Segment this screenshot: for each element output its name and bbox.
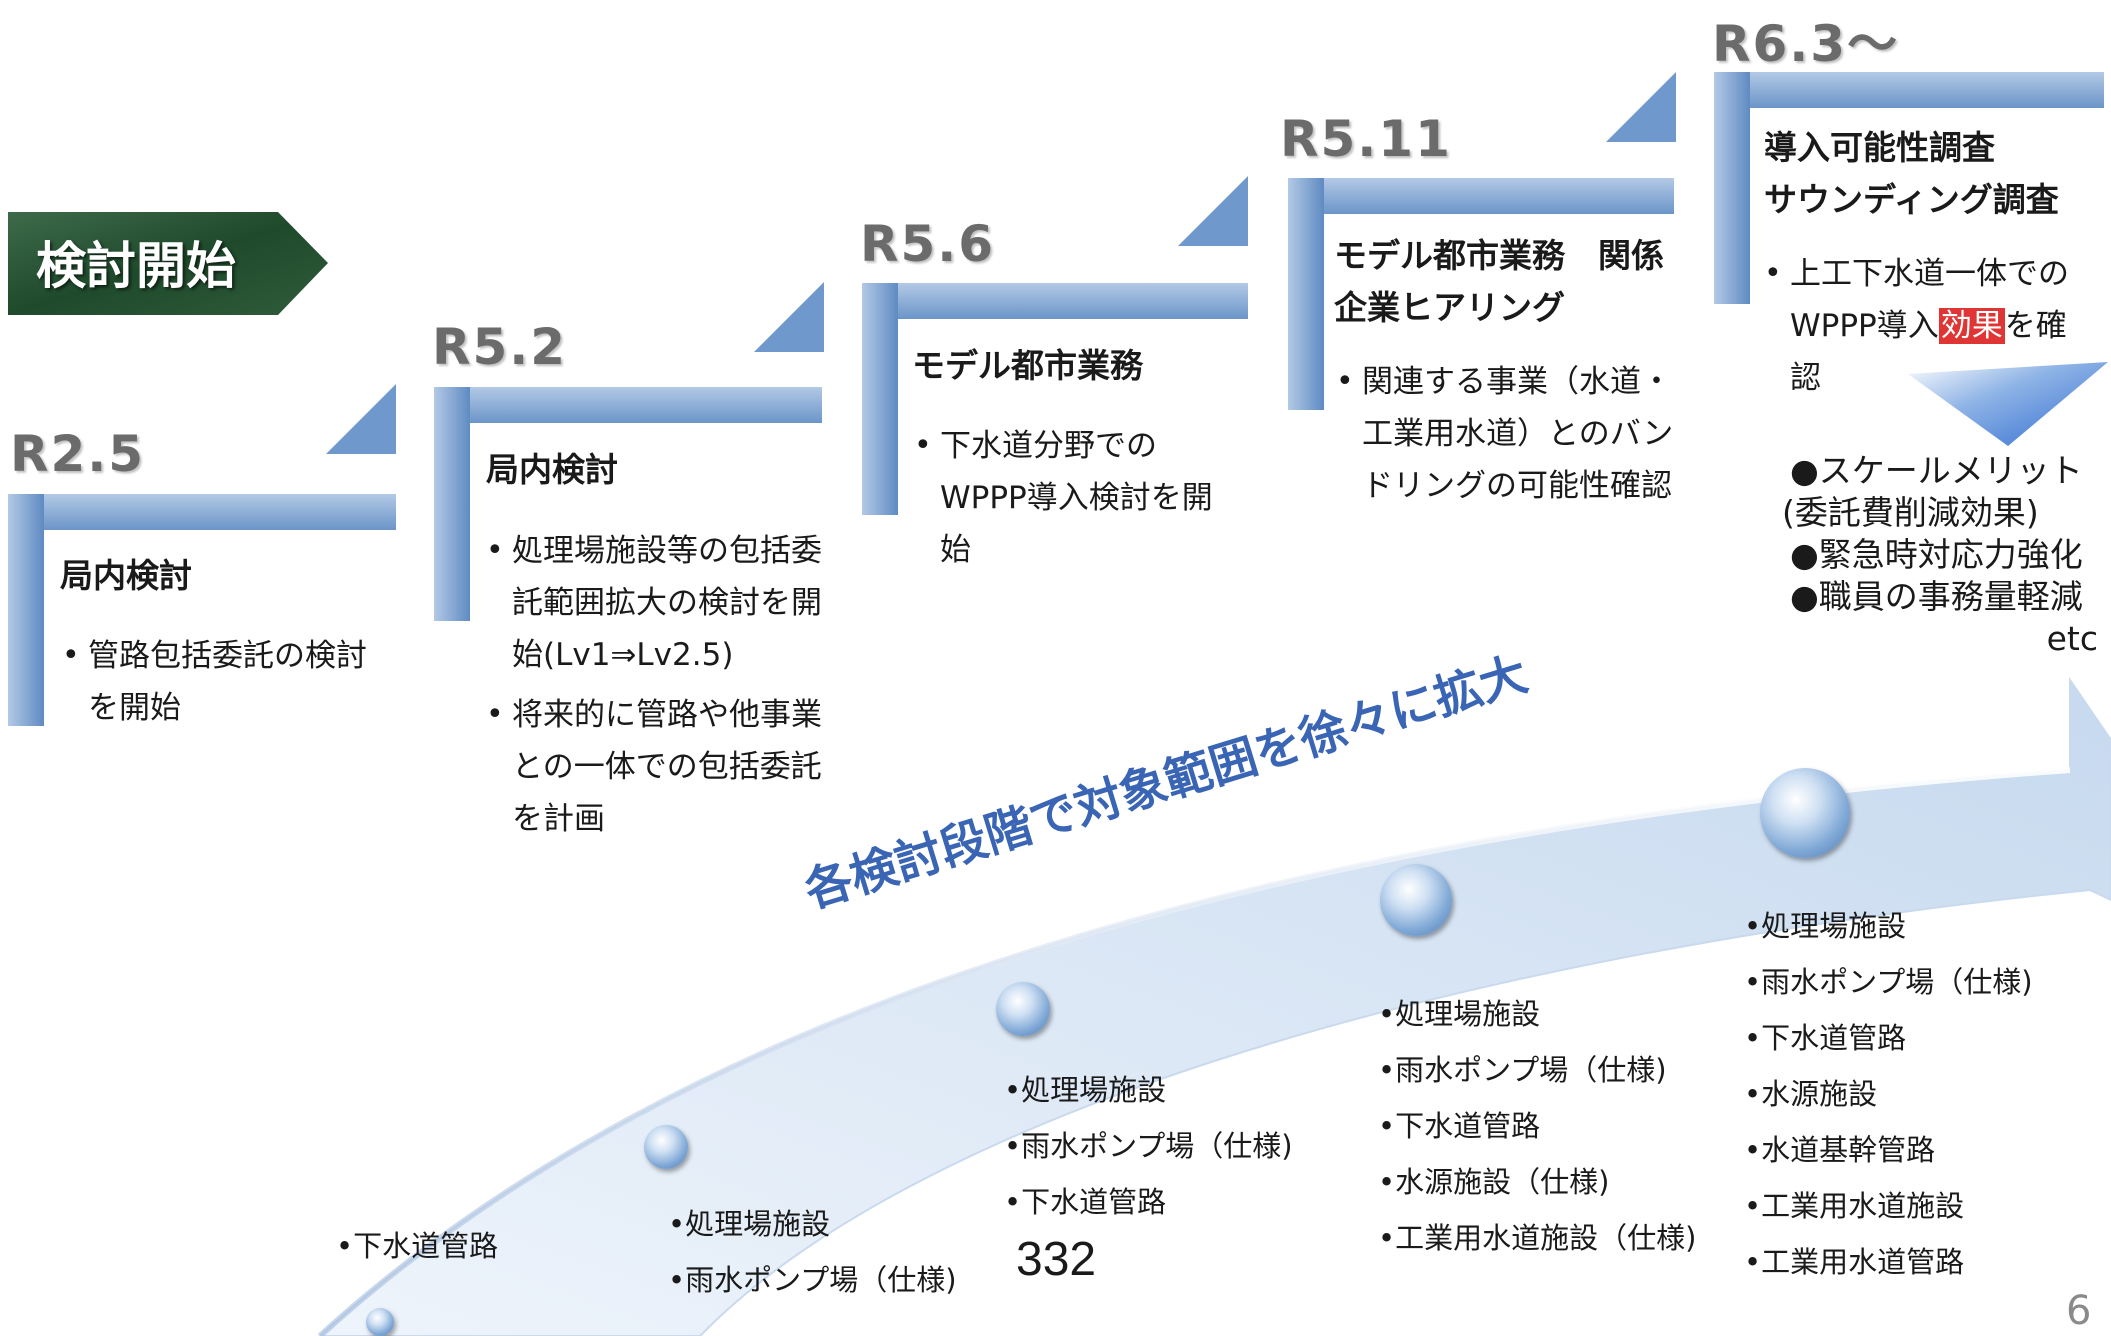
- scope-item: •雨水ポンプ場（仕様): [1378, 1053, 1667, 1087]
- milestone-orb: [366, 1308, 394, 1336]
- extra-number: 332: [1016, 1233, 1097, 1286]
- step-arrow-r5-6: [1178, 176, 1248, 246]
- stage-bar-vert-r5-6: [862, 283, 898, 515]
- scope-list-2: •処理場施設 •雨水ポンプ場（仕様): [668, 1196, 957, 1308]
- bullet-item: 管路包括委託の検討を開始: [62, 630, 382, 734]
- bullet-item: 下水道分野でのWPPP導入検討を開始: [914, 420, 1234, 576]
- scope-item: •雨水ポンプ場（仕様): [1744, 965, 2033, 999]
- scope-item: •下水道管路: [336, 1229, 499, 1263]
- effect-item: etc: [2046, 619, 2098, 658]
- stage-bullets-r5-6: 下水道分野でのWPPP導入検討を開始: [914, 420, 1234, 576]
- milestone-orb: [1760, 768, 1850, 858]
- stage-label-r2-5: R2.5: [10, 425, 146, 483]
- scope-item: •処理場施設: [1004, 1073, 1167, 1107]
- scope-list-1: •下水道管路: [336, 1218, 498, 1274]
- effect-item: ●スケールメリット: [1790, 451, 2083, 490]
- stage-bar-vert-r6-3: [1714, 72, 1750, 304]
- bullet-item: 関連する事業（水道・工業用水道）とのバンドリングの可能性確認: [1336, 356, 1686, 512]
- stage-title-r5-6: モデル都市業務: [912, 346, 1143, 385]
- bullet-item: 将来的に管路や他事業との一体での包括委託を計画: [486, 689, 826, 845]
- stage-title-r2-5: 局内検討: [60, 556, 192, 595]
- bullet-item: 上工下水道一体でのWPPP導入効果を確認: [1764, 248, 2089, 404]
- stage-bullets-r6-3: 上工下水道一体でのWPPP導入効果を確認: [1764, 248, 2089, 404]
- scope-list-5: •処理場施設 •雨水ポンプ場（仕様) •下水道管路 •水源施設 •水道基幹管路 …: [1744, 898, 2033, 1290]
- start-badge: [8, 212, 328, 315]
- milestone-orb: [644, 1125, 688, 1169]
- scope-item: •工業用水道管路: [1744, 1245, 1965, 1279]
- step-arrow-r5-2: [754, 282, 824, 352]
- stage-title-r6-3: 導入可能性調査 サウンディング調査: [1764, 122, 2094, 226]
- bullet-text: 上工下水道一体でのWPPP導入: [1790, 256, 2069, 344]
- scope-item: •下水道管路: [1004, 1185, 1167, 1219]
- effect-item: ●緊急時対応力強化: [1790, 535, 2083, 574]
- stage-bar-r2-5: [8, 494, 396, 530]
- scope-item: •工業用水道施設（仕様): [1378, 1221, 1697, 1255]
- stage-label-r6-3: R6.3～: [1712, 15, 1900, 73]
- scope-item: •水源施設: [1744, 1077, 1878, 1111]
- stage-title-line: 導入可能性調査: [1764, 128, 1995, 167]
- scope-item: •水道基幹管路: [1744, 1133, 1936, 1167]
- bullet-text: を確認: [1790, 308, 2067, 396]
- stage-bar-r5-2: [434, 387, 822, 423]
- scope-item: •雨水ポンプ場（仕様): [1004, 1129, 1293, 1163]
- stage-bullets-r5-2: 処理場施設等の包括委託範囲拡大の検討を開始(Lv1⇒Lv2.5) 将来的に管路や…: [486, 525, 826, 845]
- stage-bar-vert-r2-5: [8, 494, 44, 726]
- scope-list-4: •処理場施設 •雨水ポンプ場（仕様) •下水道管路 •水源施設（仕様) •工業用…: [1378, 986, 1696, 1266]
- stage-title-line: サウンディング調査: [1764, 180, 2059, 219]
- stage-bar-vert-r5-11: [1288, 178, 1324, 410]
- stage-bullets-r2-5: 管路包括委託の検討を開始: [62, 630, 382, 734]
- step-arrow-r2-5: [326, 384, 396, 454]
- milestone-orb: [996, 982, 1050, 1036]
- scope-item: •水源施設（仕様): [1378, 1165, 1610, 1199]
- scope-item: •雨水ポンプ場（仕様): [668, 1263, 957, 1297]
- stage-label-r5-2: R5.2: [432, 318, 568, 376]
- stage-bar-r5-11: [1288, 178, 1674, 214]
- bullet-item: 処理場施設等の包括委託範囲拡大の検討を開始(Lv1⇒Lv2.5): [486, 525, 826, 681]
- start-badge-label: 検討開始: [36, 237, 236, 295]
- effects-list: ●スケールメリット (委託費削減効果) ●緊急時対応力強化 ●職員の事務量軽減 …: [1782, 450, 2102, 660]
- effect-item: ●職員の事務量軽減: [1790, 577, 2083, 616]
- stage-bullets-r5-11: 関連する事業（水道・工業用水道）とのバンドリングの可能性確認: [1336, 356, 1686, 512]
- scope-item: •処理場施設: [1744, 909, 1907, 943]
- stage-label-r5-11: R5.11: [1280, 110, 1452, 168]
- milestone-orb: [1380, 864, 1452, 936]
- stage-title-line: 企業ヒアリング: [1334, 288, 1565, 327]
- stage-title-r5-11: モデル都市業務 関係 企業ヒアリング: [1334, 230, 1694, 334]
- scope-item: •処理場施設: [668, 1207, 831, 1241]
- down-arrow-icon: [1908, 362, 2108, 446]
- stage-bar-r6-3: [1714, 72, 2104, 108]
- effect-item: (委託費削減効果): [1782, 493, 2039, 532]
- scope-item: •下水道管路: [1744, 1021, 1907, 1055]
- scope-item: •処理場施設: [1378, 997, 1541, 1031]
- scope-item: •工業用水道施設: [1744, 1189, 1965, 1223]
- stage-title-line: モデル都市業務 関係: [1334, 236, 1664, 275]
- highlight-effect: 効果: [1938, 308, 2005, 344]
- stage-label-r5-6: R5.6: [860, 215, 996, 273]
- stage-title-r5-2: 局内検討: [486, 450, 618, 489]
- page-number: 6: [2066, 1288, 2092, 1334]
- stage-bar-r5-6: [862, 283, 1248, 319]
- stage-bar-vert-r5-2: [434, 387, 470, 621]
- step-arrow-r5-11: [1606, 72, 1676, 142]
- scope-item: •下水道管路: [1378, 1109, 1541, 1143]
- scope-list-3: •処理場施設 •雨水ポンプ場（仕様) •下水道管路: [1004, 1062, 1293, 1230]
